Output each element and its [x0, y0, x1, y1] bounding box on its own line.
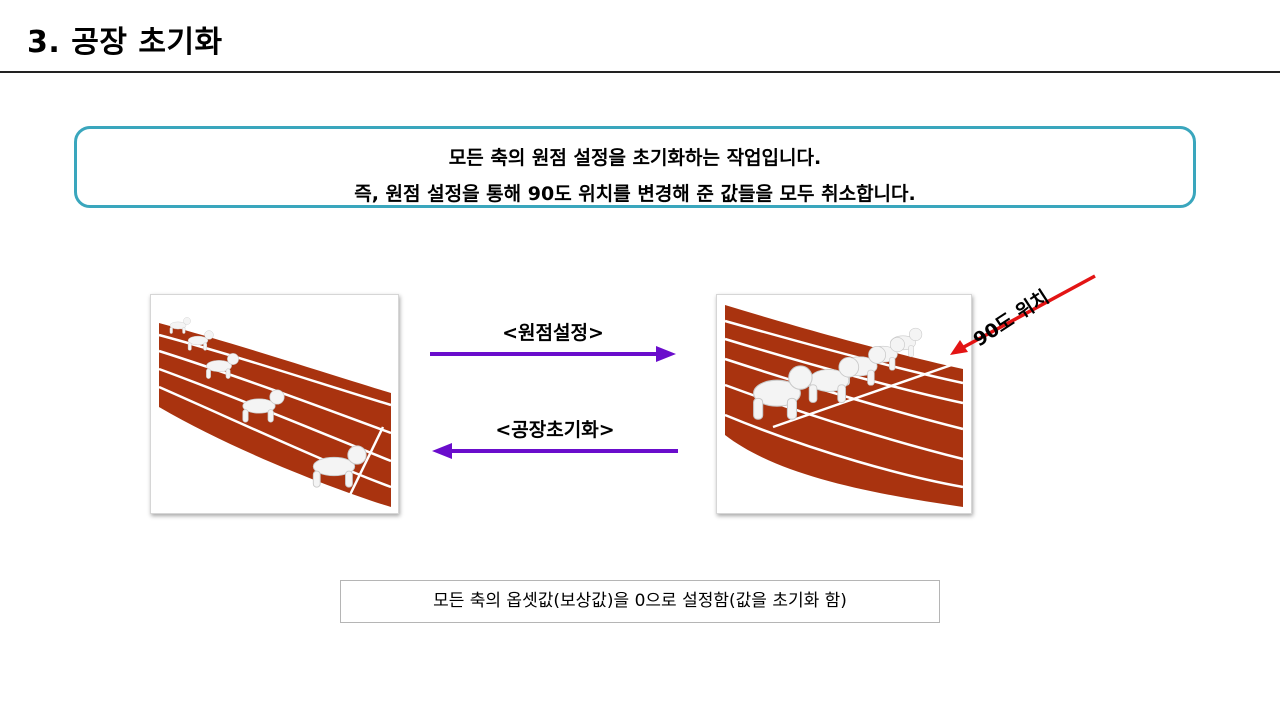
- track-runners-scattered-image: [150, 294, 399, 514]
- footer-note: 모든 축의 옵셋값(보상값)을 0으로 설정함(값을 초기화 함): [340, 580, 940, 623]
- arrow-left-icon: [432, 443, 678, 459]
- arrow-right-icon: [430, 346, 676, 362]
- track-runners-aligned-image: [716, 294, 972, 514]
- pointer-arrow-icon: [950, 274, 1096, 355]
- title-divider: [0, 71, 1280, 73]
- factory-reset-label: <공장초기화>: [495, 419, 615, 441]
- info-line-2: 즉, 원점 설정을 통해 90도 위치를 변경해 준 값들을 모두 취소합니다.: [354, 183, 916, 205]
- info-box: 모든 축의 원점 설정을 초기화하는 작업입니다. 즉, 원점 설정을 통해 9…: [74, 126, 1196, 208]
- slide-title: 3. 공장 초기화: [27, 25, 223, 60]
- origin-setting-label: <원점설정>: [502, 322, 604, 344]
- info-line-1: 모든 축의 원점 설정을 초기화하는 작업입니다.: [448, 147, 822, 169]
